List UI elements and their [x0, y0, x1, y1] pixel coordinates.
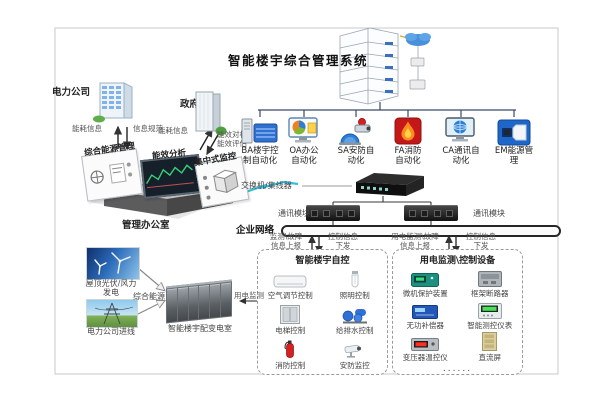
ba-label: BA楼宇控制自动化: [241, 146, 279, 166]
light-bulb-icon: [351, 271, 359, 288]
power-company-label: 电力公司: [52, 87, 91, 98]
building-wireframe-icon: [339, 27, 399, 105]
gov-exchange-arrows: [199, 127, 220, 156]
flow-left-down-label: 控制信息下发: [328, 232, 358, 250]
item-lighting-control: 照明控制: [323, 266, 388, 301]
smart-meter-icon: [477, 303, 502, 319]
distribution-room-icon: [166, 279, 232, 324]
item-ac-control: 空气调节控制: [258, 266, 323, 301]
energy-analysis-screen: [140, 154, 203, 199]
protection-device-icon: [411, 273, 440, 287]
gov-flow-down-label2: 能效评估: [217, 138, 247, 148]
ba-automation-icon: [239, 112, 281, 146]
ca-automation-icon: [440, 112, 482, 146]
item-water-control: 给排水控制: [323, 301, 388, 336]
oa-automation-icon: [283, 112, 325, 146]
gov-flow-up-label: 能耗信息: [158, 126, 188, 135]
sa-label: SA安防自动化: [337, 146, 375, 166]
flow-right-down-label: 控制信息下发: [466, 232, 496, 250]
gov-flow-down-label1: 能效对标: [217, 130, 247, 139]
compensator-icon: [412, 305, 439, 319]
power-box-ellipsis: ......: [442, 364, 473, 374]
cloud-icon: [399, 33, 431, 80]
item-reactive-compensator: 无功补偿器: [393, 299, 458, 331]
item-fire-control: 消防控制: [258, 336, 323, 371]
government-building-icon: [190, 88, 232, 142]
switch-icon: [356, 173, 424, 196]
page-title: 智能楼宇综合管理系统: [228, 53, 369, 68]
switch-label: 交换机/集线器: [241, 181, 292, 190]
temp-controller-icon: [411, 338, 440, 351]
elevator-icon: [280, 305, 301, 324]
enterprise-network-label: 企业网络: [236, 225, 275, 236]
item-protection-device: 微机保护装置: [393, 266, 458, 299]
power-box-title: 用电监测\控制设备: [419, 256, 496, 266]
item-security-monitor: 安防监控: [323, 336, 388, 371]
ca-label: CA通讯自动化: [442, 146, 480, 166]
energy-supply-arrows: [137, 267, 164, 315]
comm-module-left-icon: [306, 205, 360, 221]
fire-extinguisher-icon: [284, 340, 295, 358]
item-circuit-breaker: 框架断路器: [458, 266, 523, 299]
em-energy-icon: [493, 112, 535, 146]
office-label: 管理办公室: [122, 220, 170, 231]
ac-unit-icon: [273, 275, 307, 288]
power-line-photo: [86, 299, 138, 328]
fa-automation-icon: [387, 112, 429, 146]
water-pump-icon: [342, 309, 367, 324]
enterprise-network-bus: [281, 225, 561, 237]
circuit-breaker-icon: [477, 271, 502, 287]
building-automation-box: 智能楼宇自控 空气调节控制 照明控制 电梯控制 给排水控制 消防控制: [257, 249, 388, 375]
building-floor-devices: [385, 42, 393, 93]
power-exchange-arrows: [113, 125, 132, 151]
sa-automation-icon: [335, 112, 377, 146]
building-box-title: 智能楼宇自控: [295, 256, 350, 266]
distribution-room-label: 智能楼宇配变电室: [168, 324, 232, 333]
flow-right-up-label: 用电监测\故障信息上报: [391, 232, 439, 250]
flow-left-up-label: 监测\故障信息上报: [269, 232, 303, 250]
item-elevator-control: 电梯控制: [258, 301, 323, 336]
oa-label: OA办公自动化: [289, 146, 319, 166]
power-monitoring-box: 用电监测\控制设备 微机保护装置 框架断路器 无功补偿器 智能测控仪表 变压器温…: [392, 249, 523, 375]
remote-device-icons: [409, 57, 426, 90]
wind-solar-photo: [86, 247, 140, 280]
comm-module-left-label: 通讯模块: [278, 209, 310, 218]
grid-inlet-label: 电力公司进线: [87, 327, 135, 336]
dc-panel-icon: [482, 332, 498, 351]
government-label: 政府: [180, 99, 200, 110]
pv-wind-label: 屋顶光伏/风力发电: [85, 279, 137, 297]
comm-module-right-icon: [404, 205, 458, 221]
power-monitor-label: 用电监测: [234, 291, 264, 300]
power-company-building-icon: [90, 78, 138, 128]
fa-label: FA消防自动化: [394, 146, 422, 166]
central-monitor-panel: [194, 156, 250, 208]
energy-mgmt-panel: [81, 148, 143, 202]
power-flow-down-label: 信息规范: [133, 124, 163, 133]
module-tree-lines: [332, 196, 432, 225]
power-flow-up-label: 能耗信息: [72, 124, 102, 133]
item-smart-meter: 智能测控仪表: [458, 299, 523, 331]
item-dc-panel: 直流屏: [458, 332, 523, 363]
em-label: EM能源管理: [494, 146, 534, 166]
comm-module-right-label: 通讯模块: [473, 209, 505, 218]
cctv-camera-icon: [344, 344, 361, 358]
item-transformer-temp: 变压器温控仪: [393, 332, 458, 363]
subsystem-bus-lines: [258, 102, 516, 117]
energy-flow-label: 综合能源: [133, 292, 165, 301]
